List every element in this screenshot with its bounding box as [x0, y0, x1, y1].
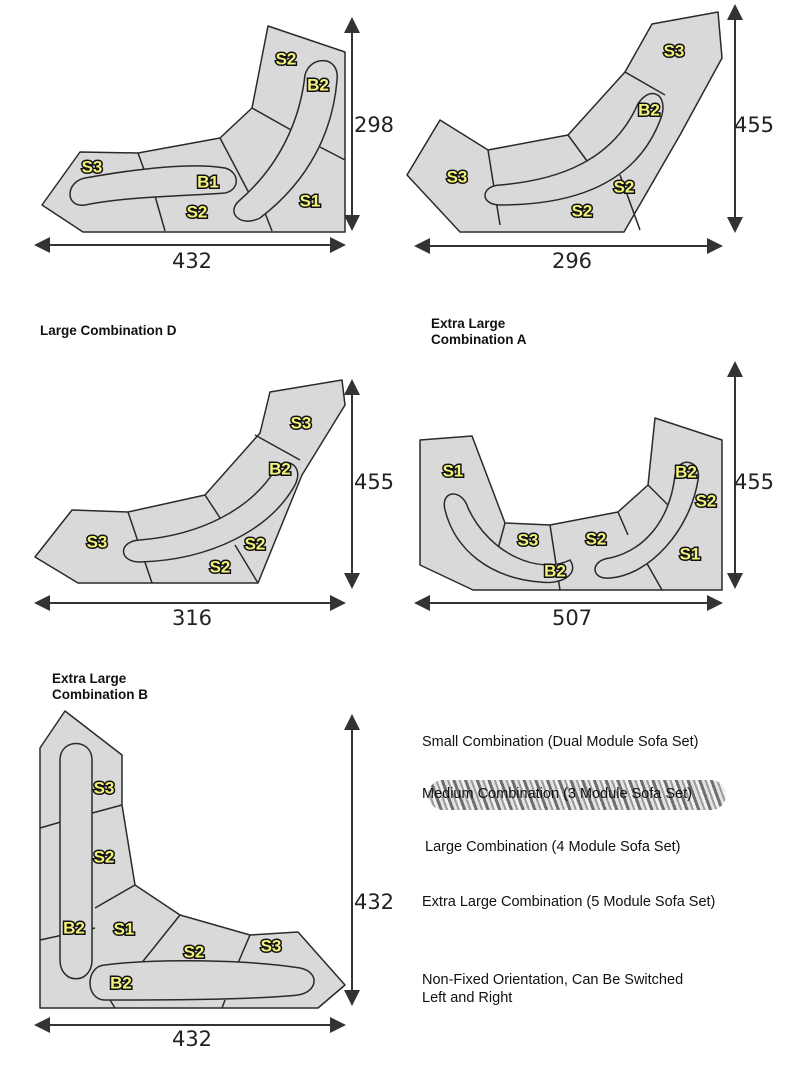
module-label: B2 [63, 918, 85, 937]
module-label: B1 [197, 172, 219, 191]
note-large: Large Combination (4 Module Sofa Set) [425, 839, 681, 855]
note-line: Non-Fixed Orientation, Can Be Switched [422, 972, 684, 988]
caption-large-combination-d: Large Combination D [40, 323, 177, 338]
caption-line: Extra Large [431, 316, 506, 331]
width-dimension: 432 [172, 249, 212, 273]
cushion [89, 959, 315, 1001]
dimension-label: 316 [172, 606, 212, 630]
module-label: S1 [680, 544, 701, 563]
diagram-extra-large-combination-a: S1 B2 S2 S1 S3 S2 B2 507 455 [414, 361, 774, 630]
module-dividers [137, 107, 346, 232]
module-label: B2 [269, 459, 291, 478]
dimension-label: 455 [734, 113, 774, 137]
note-medium: Medium Combination (3 Module Sofa Set) [422, 786, 692, 802]
module-label: S3 [291, 413, 312, 432]
dimension-label: 296 [552, 249, 592, 273]
brush-stroke-highlight [428, 780, 726, 810]
module-label: S2 [187, 202, 208, 221]
module-label: S2 [696, 491, 717, 510]
module-label: S2 [210, 557, 231, 576]
module-label: S1 [300, 191, 321, 210]
module-label: S3 [261, 936, 282, 955]
cushion [594, 461, 700, 579]
module-label: S3 [94, 778, 115, 797]
module-label: S1 [443, 461, 464, 480]
sofa-outline [406, 11, 723, 233]
module-label: S3 [447, 167, 468, 186]
cushion [59, 742, 93, 980]
dimension-label: 432 [172, 1027, 212, 1051]
diagram-top-right: S3 S3 B2 S2 S2 296 455 [406, 4, 774, 273]
module-label: S3 [87, 532, 108, 551]
module-label: B2 [307, 75, 329, 94]
cushion-b1 [69, 165, 237, 206]
module-label: S3 [518, 530, 539, 549]
module-label: S1 [114, 919, 135, 938]
caption-line: Extra Large [52, 671, 127, 686]
caption-line: Combination B [52, 687, 148, 702]
module-label: S2 [572, 201, 593, 220]
module-label: S2 [184, 942, 205, 961]
sofa-outline [34, 379, 346, 584]
module-label: S2 [276, 49, 297, 68]
caption-extra-large-b: Extra Large Combination B [52, 671, 148, 703]
cushion [484, 92, 664, 206]
dimension-label: 507 [552, 606, 592, 630]
module-label: S2 [94, 847, 115, 866]
module-label: B2 [638, 100, 660, 119]
module-label: S3 [664, 41, 685, 60]
module-label: S2 [245, 534, 266, 553]
cushion [122, 462, 299, 563]
cushion-b2 [233, 59, 338, 222]
height-dimension: 298 [354, 113, 394, 137]
note-orientation: Non-Fixed Orientation, Can Be Switched L… [422, 971, 683, 1007]
diagram-top-left: S3 B1 S2 S2 B2 S1 432 298 [34, 17, 394, 273]
module-label: S2 [614, 177, 635, 196]
module-label: S2 [586, 529, 607, 548]
dimension-label: 455 [734, 470, 774, 494]
module-label: B2 [544, 561, 566, 580]
sofa-outline [39, 710, 346, 1009]
caption-line: Combination A [431, 332, 527, 347]
module-label: B2 [675, 462, 697, 481]
caption-extra-large-a: Extra Large Combination A [431, 316, 527, 348]
note-line: Left and Right [422, 990, 513, 1006]
dimension-label: 432 [354, 890, 394, 914]
dimension-label: 455 [354, 470, 394, 494]
module-label: S3 [82, 157, 103, 176]
diagram-large-combination-d: S3 S3 B2 S2 S2 316 455 [34, 379, 394, 630]
cushion [443, 493, 574, 584]
note-extra-large: Extra Large Combination (5 Module Sofa S… [422, 894, 716, 910]
diagram-extra-large-combination-b: S3 S2 S1 B2 S2 S3 B2 432 432 [34, 710, 394, 1051]
note-small: Small Combination (Dual Module Sofa Set) [422, 734, 699, 750]
module-label: B2 [110, 973, 132, 992]
module-dividers [494, 484, 669, 591]
